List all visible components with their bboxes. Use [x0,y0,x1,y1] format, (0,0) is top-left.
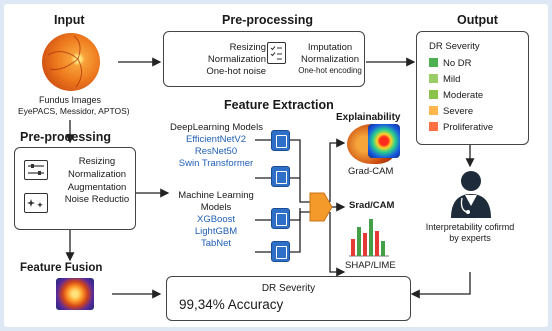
result-box: DR Severity 99,34% Accuracy [166,276,411,321]
expert-caption-line1: Interpretability cofirmd [425,222,515,232]
sparkle-icon [24,193,48,213]
step-augmentation: Augmentation [67,181,127,193]
severity-color-swatch [429,58,438,67]
result-title: DR Severity [261,283,316,294]
model-efficientnetv2: EfficientNetV2 [185,133,247,145]
result-accuracy: 99,34% Accuracy [179,297,284,312]
model-lightgbm: LightGBM [194,225,238,237]
ml-heading-line2: Models [200,201,232,213]
model-swin-transformer: Swin Transformer [178,157,254,169]
severity-color-swatch [429,90,438,99]
fusion-heatmap-image [56,278,94,310]
preprocessing-left-title: Pre-processing [20,130,112,144]
doctor-icon [451,171,491,218]
model-block-icon-1 [271,130,290,151]
input-caption: Fundus Images [39,95,102,105]
dl-heading: DeepLearning Models [170,122,263,133]
shap-bar-chart-icon [349,219,389,257]
severity-color-swatch [429,106,438,115]
srad-cam-label: Srad/CAM [349,200,395,211]
step-imputation: Imputation [307,42,353,53]
severity-color-swatch [429,74,438,83]
gradcam-heatmap [368,124,400,158]
model-block-icon-2 [271,166,290,187]
feature-fusion-title: Feature Fusion [20,262,103,274]
step-noise-reduction: Noise Reductio [64,194,130,206]
severity-level-label: Severe [443,106,474,117]
severity-level-item: Severe [429,104,493,120]
step-one-hot-noise: One-hot noise [206,65,266,77]
severity-level-label: Moderate [443,90,484,101]
sliders-icon [24,160,48,180]
model-xgboost: XGBoost [196,213,236,225]
severity-level-label: Proliferative [443,122,494,133]
preprocessing-left-box: Resizing Normalization Augmentation Nois… [14,147,136,230]
model-tabnet: TabNet [200,237,232,249]
step-one-hot-encoding: One-hot encoding [298,65,362,75]
preprocessing-top-steps-left: Resizing Normalization One-hot noise [176,42,266,78]
step-normalization: Normalization [207,53,266,65]
severity-level-item: No DR [429,56,493,72]
input-title: Input [54,13,85,27]
step-resizing-left: Resizing [78,156,116,167]
input-datasets: EyePACS, Messidor, APTOS) [18,106,130,116]
model-resnet50: ResNet50 [194,145,238,157]
ml-models-group: Machine Learning Models XGBoost LightGBM… [170,190,262,249]
step-resizing: Resizing [229,42,266,53]
ml-heading-line1: Machine Learning [178,190,254,201]
feature-extraction-title: Feature Extraction [224,98,334,112]
step-normalization-left: Normalization [67,168,127,180]
step-normalization-2: Normalization [300,53,360,65]
model-block-icon-3 [271,208,290,229]
shap-lime-label: SHAP/LIME [345,260,396,271]
output-severity-title: DR Severity [429,41,480,52]
preprocessing-top-box: Resizing Normalization One-hot noise Imp… [163,31,365,87]
severity-level-item: Moderate [429,88,493,104]
preprocessing-top-title: Pre-processing [222,13,314,27]
gradcam-label: Grad-CAM [348,166,394,177]
expert-caption: Interpretability cofirmd by experts [424,222,516,245]
fundus-image [42,33,100,91]
preprocessing-left-steps: Resizing Normalization Augmentation Nois… [59,156,135,207]
severity-level-label: No DR [443,58,472,69]
severity-level-item: Proliferative [429,120,493,136]
severity-level-item: Mild [429,72,493,88]
severity-color-swatch [429,122,438,131]
preprocessing-top-steps-right: Imputation Normalization One-hot encodin… [294,42,366,76]
model-block-icon-4 [271,241,290,262]
dl-models-group: DeepLearning Models EfficientNetV2 ResNe… [170,122,263,170]
severity-level-label: Mild [443,74,461,85]
expert-caption-line2: by experts [449,233,491,244]
output-title: Output [457,13,498,27]
checklist-icon [267,42,286,64]
explainability-title: Explainability [336,112,401,123]
